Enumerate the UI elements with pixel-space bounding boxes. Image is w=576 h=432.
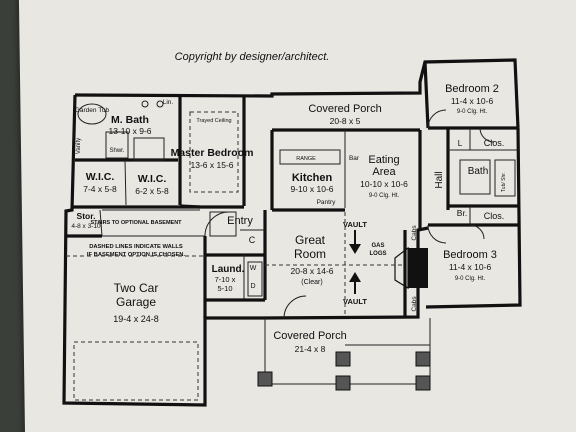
covered-porch-bottom-dims: 21-4 x 8 xyxy=(295,344,326,354)
shower-label: Shwr. xyxy=(109,148,124,154)
gas-logs-label-1: GAS xyxy=(371,243,384,249)
garage-dims: 19-4 x 24-8 xyxy=(113,314,159,324)
eating-area-ceiling: 9-0 Clg. Ht. xyxy=(369,193,400,199)
great-room-label-1: Great xyxy=(295,233,326,247)
bedroom2-label: Bedroom 2 xyxy=(445,83,499,95)
vault-arrows xyxy=(349,230,361,294)
m-bath-dims: 13-10 x 9-6 xyxy=(109,126,152,136)
copyright-text: Copyright by designer/architect. xyxy=(175,51,330,63)
master-bedroom-dims: 13-6 x 15-6 xyxy=(191,160,234,170)
garage-door-outline xyxy=(73,341,199,401)
gas-logs-label-2: LOGS xyxy=(369,251,386,257)
bedroom3-label: Bedroom 3 xyxy=(443,249,497,261)
cabinets-label-top: Cabs xyxy=(411,225,418,241)
garage-label-1: Two Car xyxy=(114,281,159,295)
great-room-dims: 20-8 x 14-6 xyxy=(291,266,334,276)
garden-tub-label: Garden Tub xyxy=(75,107,110,114)
garage-label-2: Garage xyxy=(116,295,156,309)
stor-dims: 4-8 x 3-10 xyxy=(71,223,101,230)
laundry-label: Laund. xyxy=(212,264,245,275)
closet-2-label: Clos. xyxy=(484,211,505,221)
great-room-label-2: Room xyxy=(294,247,326,261)
dryer-label: D xyxy=(250,283,255,290)
laundry-dims-1: 7-10 x xyxy=(215,275,236,284)
eating-area-dims: 10-10 x 10-6 xyxy=(360,179,408,189)
dashed-note-line1: DASHED LINES INDICATE WALLS xyxy=(89,244,183,250)
broom-closet-label: Br. xyxy=(457,208,467,218)
vault-bottom-label: VAULT xyxy=(343,297,367,306)
eating-area-label-2: Area xyxy=(372,166,396,178)
dashed-note-line2: IF BASEMENT OPTION IS CHOSEN. xyxy=(87,252,186,258)
entry-label: Entry xyxy=(227,215,253,227)
laundry-dims-2: 5-10 xyxy=(217,284,232,293)
kitchen-dims: 9-10 x 10-6 xyxy=(291,184,334,194)
fixtures xyxy=(73,100,516,401)
m-bath-label: M. Bath xyxy=(111,114,149,126)
door-swings xyxy=(204,109,495,319)
coat-closet-label: C xyxy=(249,235,256,245)
bedroom2-ceiling: 9-0 Clg. Ht. xyxy=(457,109,488,115)
master-bedroom-label: Master Bedroom xyxy=(171,147,254,159)
hall-label: Hall xyxy=(434,171,445,188)
cabinets-label-bottom: Cabs xyxy=(411,296,418,312)
lin-label: Lin. xyxy=(163,99,174,106)
vault-top-label: VAULT xyxy=(343,220,367,229)
bath-label: Bath xyxy=(468,166,489,177)
trayed-ceiling-note: Trayed Ceiling xyxy=(196,118,231,124)
bedroom2-dims: 11-4 x 10-6 xyxy=(451,96,494,106)
bedroom3-dims: 11-4 x 10-6 xyxy=(449,262,492,272)
stairs-label: STAIRS TO OPTIONAL BASEMENT xyxy=(90,220,182,226)
wic2-label: W.I.C. xyxy=(138,173,167,185)
bar-label: Bar xyxy=(349,155,360,162)
covered-porch-top-label: Covered Porch xyxy=(308,103,381,115)
tub-shower-label: Tub/ Shr. xyxy=(501,172,507,192)
range-label: RANGE xyxy=(296,156,316,162)
linen-label: L xyxy=(458,139,463,148)
kitchen-label: Kitchen xyxy=(292,172,333,184)
vanity-label: Vanity xyxy=(76,138,82,154)
covered-porch-bottom-label: Covered Porch xyxy=(273,330,346,342)
great-room-note: (Clear) xyxy=(301,279,322,286)
wic2-dims: 6-2 x 5-8 xyxy=(135,186,169,196)
bottom-porch xyxy=(257,318,431,391)
eating-area-label-1: Eating xyxy=(368,154,399,166)
pantry-label: Pantry xyxy=(317,199,337,206)
outer-walls xyxy=(62,58,522,407)
wic1-label: W.I.C. xyxy=(86,171,115,183)
closet-1-label: Clos. xyxy=(484,138,505,148)
covered-porch-top-dims: 20-8 x 5 xyxy=(330,116,361,126)
washer-label: W xyxy=(250,265,257,272)
bedroom3-ceiling: 9-0 Clg. Ht. xyxy=(455,276,486,282)
stor-label: Stor. xyxy=(77,211,96,221)
wic1-dims: 7-4 x 5-8 xyxy=(83,184,117,194)
